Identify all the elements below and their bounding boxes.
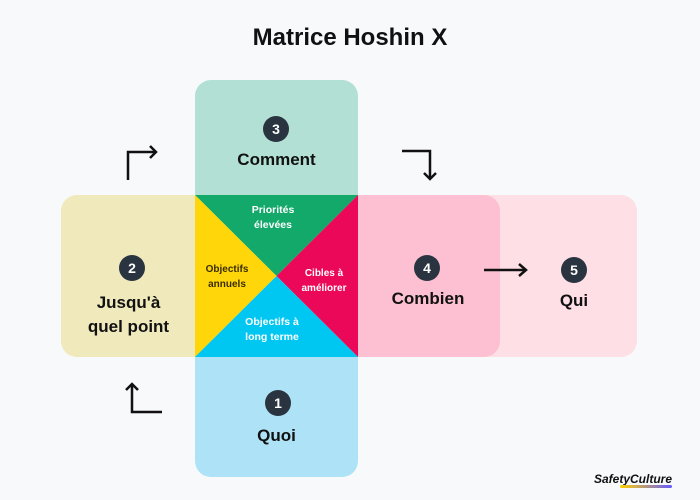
badge-2: 2 [119, 255, 145, 281]
x-matrix [195, 195, 358, 357]
tri-left-line1: Objectifs [205, 264, 249, 275]
tri-left-line2: annuels [208, 279, 246, 290]
comment-panel [195, 80, 358, 210]
qui-label: Qui [559, 291, 589, 310]
tri-right-line2: améliorer [301, 283, 347, 294]
jusqua-label: Jusqu'à quel point [61, 291, 196, 339]
tri-priorites [195, 195, 358, 276]
tri-right-label: Cibles à améliorer [293, 266, 355, 296]
arrow-right-icon [484, 263, 528, 277]
tri-bottom-label: Objectifs à long terme [226, 315, 318, 345]
tri-objectifs-long-terme [195, 276, 358, 357]
diagram-title: Matrice Hoshin X [252, 24, 448, 51]
quoi-label: Quoi [257, 426, 296, 445]
tri-objectifs-annuels [195, 195, 277, 357]
tri-cibles [276, 195, 358, 357]
badge-5: 5 [561, 257, 587, 283]
combien-label: Combien [391, 289, 465, 308]
tri-bottom-line2: long terme [245, 331, 299, 343]
tri-left-label: Objectifs annuels [196, 262, 258, 292]
logo-underline [620, 485, 672, 488]
jusqua-line1: Jusqu'à [96, 293, 161, 312]
tri-right-line1: Cibles à [304, 268, 344, 279]
tri-top-line2: élevées [254, 219, 292, 231]
safetyculture-logo: SafetyCulture [593, 472, 672, 486]
badge-3: 3 [263, 116, 289, 142]
tri-top-label: Priorités élevées [228, 203, 318, 233]
jusqua-line2: quel point [87, 317, 170, 336]
badge-4: 4 [414, 255, 440, 281]
comment-label: Comment [237, 150, 316, 169]
arrow-right-down-icon [402, 149, 437, 181]
tri-top-line1: Priorités [251, 204, 295, 216]
arrow-up-right-icon [126, 145, 158, 180]
tri-bottom-line1: Objectifs à [245, 316, 299, 328]
badge-1: 1 [265, 390, 291, 416]
arrow-left-up-icon [125, 382, 162, 414]
